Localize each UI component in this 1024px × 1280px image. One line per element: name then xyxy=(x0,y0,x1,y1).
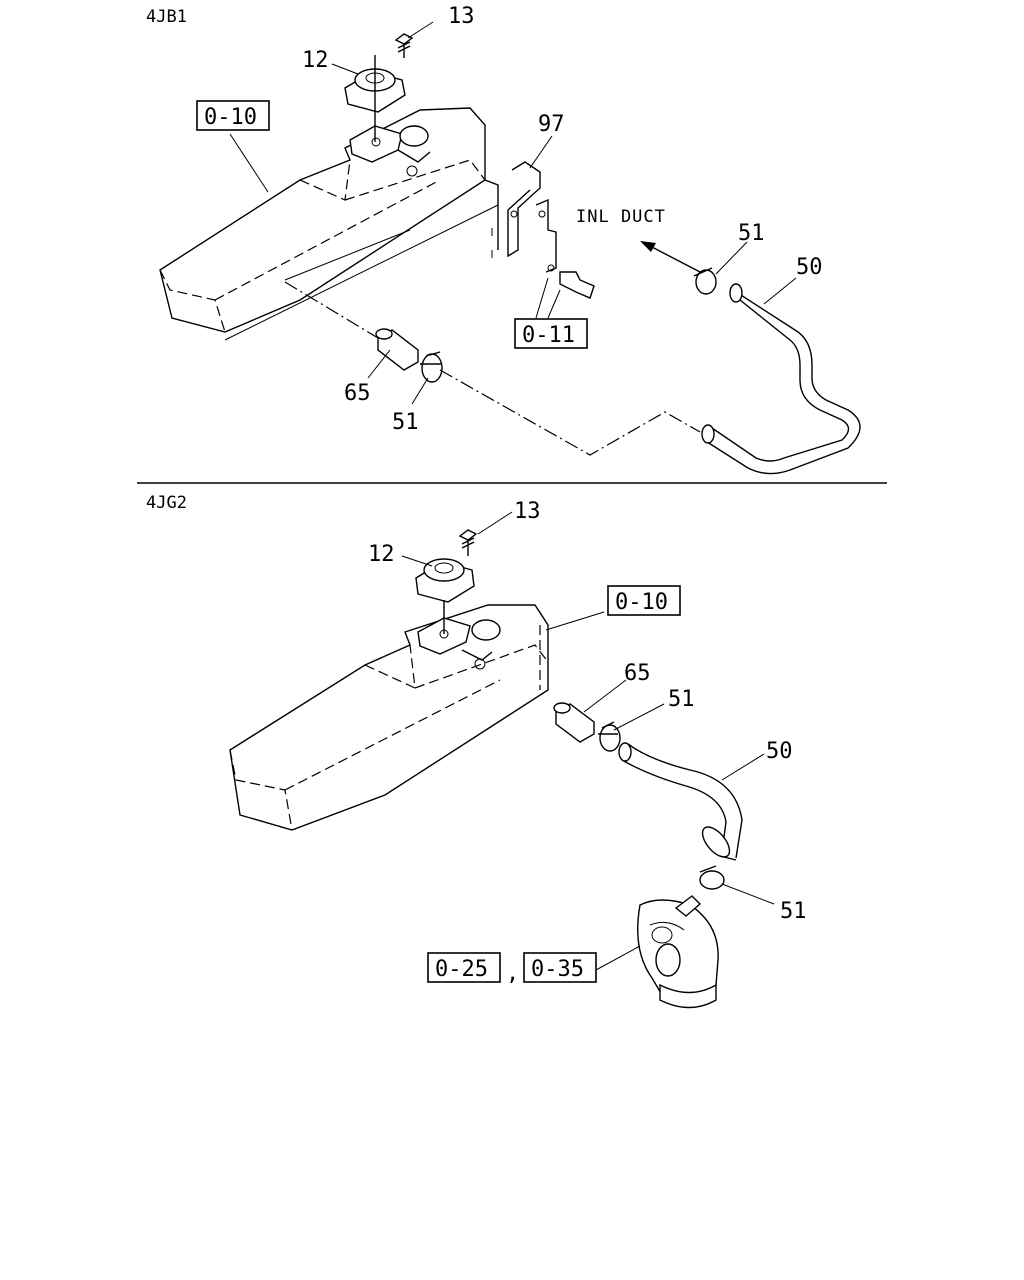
ref-label-0-10-g2: 0-10 xyxy=(615,590,668,615)
valve-cover-4jb1 xyxy=(159,107,499,341)
section-4jg2: 4JG2 xyxy=(146,493,807,1009)
ref-box-0-35 xyxy=(523,952,597,983)
breather-cap-12-4jg2 xyxy=(415,558,501,670)
callout-65: 65 xyxy=(344,381,371,406)
section-4jb1: 4JB1 xyxy=(146,4,861,475)
callout-13-g2: 13 xyxy=(514,499,541,524)
clamp-51-lower-4jg2 xyxy=(699,865,725,890)
ref-box-0-11 xyxy=(514,318,588,349)
section-title-4jb1: 4JB1 xyxy=(146,7,187,27)
callout-12-g2: 12 xyxy=(368,542,395,567)
callout-50: 50 xyxy=(796,255,823,280)
screw-13-4jg2 xyxy=(458,529,478,556)
section-title-4jg2: 4JG2 xyxy=(146,493,187,513)
fitting-65-4jb1 xyxy=(375,328,419,371)
callout-51-upper: 51 xyxy=(738,221,765,246)
callout-51-lower: 51 xyxy=(392,410,419,435)
callout-65-g2: 65 xyxy=(624,661,651,686)
clamp-51-upper-4jb1 xyxy=(693,267,717,295)
ref-label-0-25: 0-25 xyxy=(435,957,488,982)
direction-arrow-4jb1 xyxy=(640,241,701,273)
callout-13: 13 xyxy=(448,4,475,29)
fitting-65-4jg2 xyxy=(553,702,595,743)
inlet-duct-note: INL DUCT xyxy=(576,207,666,227)
valve-cover-4jg2 xyxy=(229,604,549,831)
ref-box-0-25 xyxy=(427,952,501,983)
ref-separator: , xyxy=(506,961,519,986)
callout-51-lower-g2: 51 xyxy=(780,899,807,924)
hose-50-4jg2 xyxy=(618,742,743,861)
bolt-4jb1 xyxy=(559,271,595,299)
ref-label-0-11: 0-11 xyxy=(522,323,575,348)
callout-12: 12 xyxy=(302,48,329,73)
clamp-51-lower-4jb1 xyxy=(420,351,443,383)
ref-box-0-10 xyxy=(196,100,270,131)
callout-51-upper-g2: 51 xyxy=(668,687,695,712)
callout-50-g2: 50 xyxy=(766,739,793,764)
clamp-51-upper-4jg2 xyxy=(598,721,621,752)
hose-50-4jb1 xyxy=(701,283,861,475)
ref-label-0-35: 0-35 xyxy=(531,957,584,982)
bracket-97-4jb1 xyxy=(491,161,557,273)
ref-box-0-10-g2 xyxy=(607,585,681,616)
ref-label-0-10: 0-10 xyxy=(204,105,257,130)
breather-cap-12-4jb1 xyxy=(344,55,431,177)
callout-97: 97 xyxy=(538,112,565,137)
intake-duct-elbow-4jg2 xyxy=(637,895,719,1009)
screw-13-4jb1 xyxy=(394,33,414,58)
